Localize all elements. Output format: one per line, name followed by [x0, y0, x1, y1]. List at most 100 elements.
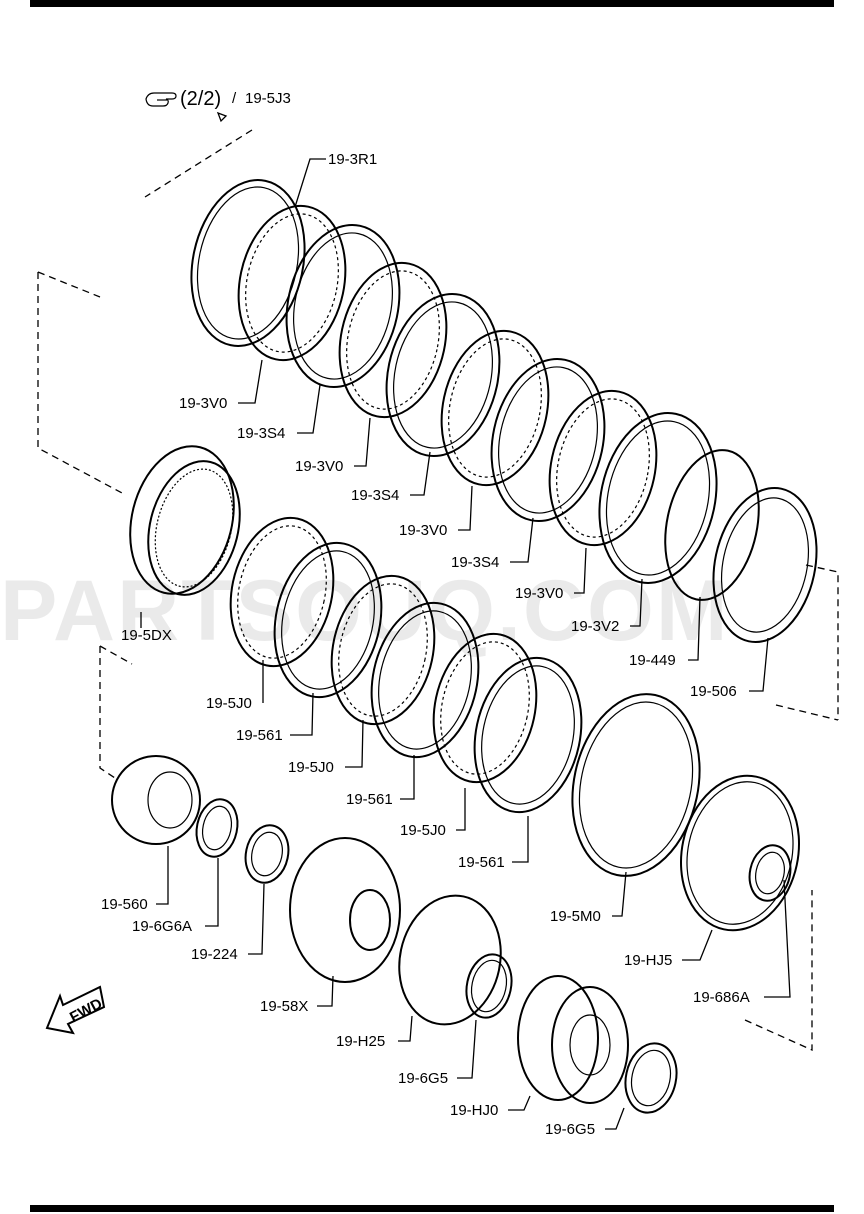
- leader-19-5J0-c: [456, 788, 466, 831]
- reference-code: 19-5J3: [245, 90, 291, 107]
- label-19-506[interactable]: 19-506: [690, 683, 737, 700]
- drum-19-5DX[interactable]: [115, 435, 253, 605]
- reference-arrow-icon: [216, 111, 228, 123]
- leader-19-561-b: [400, 755, 415, 800]
- label-19-3S4-a[interactable]: 19-3S4: [237, 425, 285, 442]
- leader-19-686A: [764, 879, 791, 998]
- leader-19-3V0-d: [574, 547, 587, 594]
- washer-19-6G6A[interactable]: [191, 795, 242, 860]
- leader-19-3V0-c: [458, 485, 473, 531]
- reference-separator: /: [232, 90, 237, 107]
- label-19-3V2[interactable]: 19-3V2: [571, 618, 619, 635]
- leader-19-H25: [398, 1015, 413, 1042]
- leader-19-561-c: [512, 816, 529, 863]
- fwd-arrow-icon: FWD: [45, 985, 105, 1035]
- label-19-3V0-b[interactable]: 19-3V0: [295, 458, 343, 475]
- leader-19-HJ0: [508, 1095, 531, 1111]
- clutch-plate-19-3V0-a[interactable]: [225, 196, 359, 370]
- retainer-plate-19-5M0[interactable]: [556, 682, 716, 888]
- leader-19-6G5-a: [457, 1019, 477, 1079]
- spring-plate-19-506[interactable]: [700, 478, 830, 651]
- label-19-6G5-b[interactable]: 19-6G5: [545, 1121, 595, 1138]
- guide-line-left-upper: [37, 272, 123, 494]
- label-19-HJ0[interactable]: 19-HJ0: [450, 1102, 498, 1119]
- snap-ring-19-449[interactable]: [652, 441, 772, 608]
- guide-line-left-mid: [99, 645, 133, 665]
- clutch-plate-19-561-b[interactable]: [358, 593, 492, 767]
- clutch-plate-19-5J0-b[interactable]: [318, 566, 447, 734]
- guide-line-right-lower: [744, 890, 813, 1052]
- leader-19-224: [248, 883, 265, 955]
- label-19-3V0-d[interactable]: 19-3V0: [515, 585, 563, 602]
- label-19-58X[interactable]: 19-58X: [260, 998, 308, 1015]
- label-19-6G6A[interactable]: 19-6G6A: [132, 918, 192, 935]
- clutch-plate-19-3V0-b[interactable]: [326, 253, 460, 427]
- leader-19-560: [156, 846, 169, 905]
- label-19-5DX[interactable]: 19-5DX: [121, 627, 172, 644]
- label-19-449[interactable]: 19-449: [629, 652, 676, 669]
- leader-19-3V2: [630, 578, 643, 627]
- guide-line-left-top: [37, 271, 101, 298]
- label-19-HJ5[interactable]: 19-HJ5: [624, 952, 672, 969]
- leader-19-449: [688, 596, 701, 661]
- leader-19-506: [749, 637, 769, 692]
- label-19-561-c[interactable]: 19-561: [458, 854, 505, 871]
- clutch-plate-19-3V0-c[interactable]: [428, 321, 562, 495]
- leader-19-5M0: [612, 871, 627, 917]
- watermark-text: PARTSOUQ.COM: [0, 563, 730, 659]
- leader-19-HJ5: [682, 929, 713, 961]
- bottom-border-bar: [30, 1205, 834, 1212]
- label-19-3S4-c[interactable]: 19-3S4: [451, 554, 499, 571]
- gear-19-560[interactable]: [111, 755, 201, 845]
- label-19-3V0-a[interactable]: 19-3V0: [179, 395, 227, 412]
- leader-19-3S4-a: [297, 384, 321, 434]
- clutch-plate-19-5J0-c[interactable]: [420, 624, 549, 792]
- leader-19-3V0-b: [354, 417, 371, 467]
- label-19-560[interactable]: 19-560: [101, 896, 148, 913]
- reference-guide-line: [144, 129, 253, 198]
- reference-page: (2/2): [180, 88, 221, 110]
- label-19-H25[interactable]: 19-H25: [336, 1033, 385, 1050]
- leader-19-561-a: [290, 692, 314, 736]
- clutch-plate-19-3S4-a[interactable]: [272, 214, 414, 397]
- hand-pointer-icon: [145, 92, 177, 107]
- leader-19-3R1: [294, 158, 326, 208]
- label-19-3R1[interactable]: 19-3R1: [328, 151, 377, 168]
- label-19-5J0-b[interactable]: 19-5J0: [288, 759, 334, 776]
- piston-19-HJ5[interactable]: [667, 765, 813, 942]
- clutch-plate-19-3V0-d[interactable]: [536, 381, 670, 555]
- carrier-19-58X[interactable]: [289, 837, 401, 983]
- leader-19-5J0-b: [345, 719, 364, 768]
- top-border-bar: [30, 0, 834, 7]
- leader-19-3S4-c: [510, 517, 534, 563]
- seal-19-6G5-b[interactable]: [619, 1039, 682, 1118]
- seal-19-686A[interactable]: [745, 841, 796, 904]
- label-19-5J0-a[interactable]: 19-5J0: [206, 695, 252, 712]
- leader-19-3V0-a: [238, 359, 263, 404]
- label-19-5M0[interactable]: 19-5M0: [550, 908, 601, 925]
- leader-19-3S4-b: [410, 451, 431, 496]
- clutch-plate-19-5J0-a[interactable]: [217, 508, 346, 676]
- reference-note[interactable]: (2/2) / 19-5J3: [145, 88, 291, 110]
- pressure-plate-19-3V2[interactable]: [584, 402, 731, 594]
- label-19-686A[interactable]: 19-686A: [693, 989, 750, 1006]
- leader-19-6G6A: [205, 858, 219, 927]
- washer-19-224[interactable]: [240, 821, 293, 886]
- leader-19-58X: [317, 975, 334, 1007]
- label-19-561-a[interactable]: 19-561: [236, 727, 283, 744]
- label-19-5J0-c[interactable]: 19-5J0: [400, 822, 446, 839]
- clutch-plate-19-561-a[interactable]: [261, 533, 395, 707]
- label-19-6G5-a[interactable]: 19-6G5: [398, 1070, 448, 1087]
- leader-19-6G5-b: [605, 1107, 625, 1130]
- clutch-plate-19-3S4-c[interactable]: [477, 348, 619, 531]
- hub-19-HJ0[interactable]: [517, 975, 629, 1104]
- clutch-plate-19-561-c[interactable]: [461, 648, 595, 822]
- label-19-224[interactable]: 19-224: [191, 946, 238, 963]
- label-19-561-b[interactable]: 19-561: [346, 791, 393, 808]
- seal-19-6G5-a[interactable]: [461, 950, 517, 1022]
- label-19-3S4-b[interactable]: 19-3S4: [351, 487, 399, 504]
- clutch-plate-19-3S4-b[interactable]: [372, 283, 514, 466]
- label-19-3V0-c[interactable]: 19-3V0: [399, 522, 447, 539]
- seal-ring-19-H25[interactable]: [388, 886, 513, 1034]
